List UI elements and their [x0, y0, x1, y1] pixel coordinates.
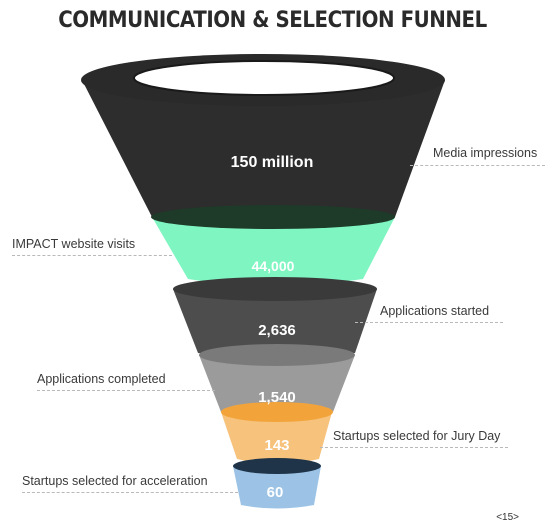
stage-1-leader: [410, 165, 545, 166]
stage-1-value: 150 million: [230, 154, 314, 171]
funnel-stage-3: [173, 289, 377, 360]
funnel-stage-2: [152, 217, 395, 286]
funnel-stage-5: [221, 412, 332, 464]
funnel-rim-5: [221, 402, 333, 422]
stage-4-value: 1,540: [258, 389, 296, 406]
funnel-rim-3: [173, 277, 377, 301]
page-title: COMMUNICATION & SELECTION FUNNEL: [58, 8, 487, 33]
stage-2-leader: [12, 255, 172, 256]
stage-5-leader: [320, 447, 508, 448]
funnel-rim-2: [151, 205, 395, 229]
stage-3-leader: [355, 322, 503, 323]
funnel-stage-4: [199, 355, 355, 418]
funnel-stage-6: [233, 466, 321, 509]
funnel-stage-1: [82, 80, 445, 225]
funnel-rim-4: [199, 344, 355, 366]
stage-1-label: Media impressions: [433, 146, 538, 160]
funnel-opening: [133, 60, 395, 96]
funnel-rim-6: [233, 458, 321, 474]
stage-2-value: 44,000: [251, 258, 295, 274]
stage-2-label: IMPACT website visits: [12, 237, 136, 251]
stage-6-label: Startups selected for acceleration: [22, 474, 208, 488]
stage-4-label: Applications completed: [37, 372, 166, 386]
stage-3-value: 2,636: [258, 322, 296, 339]
stage-3-label: Applications started: [380, 304, 490, 318]
stage-6-value: 60: [266, 484, 284, 501]
stage-5-label: Startups selected for Jury Day: [333, 429, 501, 443]
stage-6-leader: [22, 492, 238, 493]
stage-5-value: 143: [264, 437, 290, 454]
stage-4-leader: [37, 390, 215, 391]
page-number: <15>: [496, 512, 519, 523]
